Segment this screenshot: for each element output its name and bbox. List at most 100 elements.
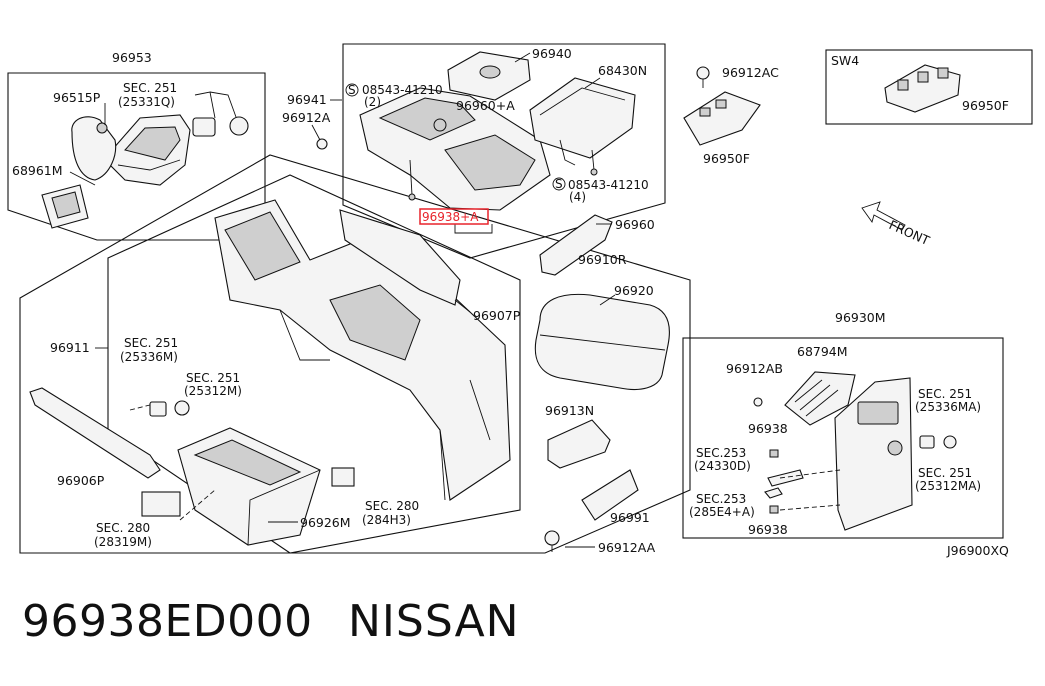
label-96950f-a: 96950F [703, 151, 750, 166]
box-96953 [7, 72, 266, 241]
label-96906p: 96906P [57, 473, 105, 488]
diagram-code: J96900XQ [946, 543, 1009, 558]
label-96938a: 96938 [748, 421, 788, 436]
label-96912a: 96912A [282, 110, 331, 125]
switch-28319m [141, 491, 181, 517]
side-panel-96907p [339, 209, 461, 306]
vent-68794m [784, 371, 856, 426]
box-96941 [342, 43, 666, 259]
socket-parts [192, 91, 249, 137]
leader-dash-3 [779, 469, 841, 479]
label-96912ab: 96912AB [726, 361, 783, 376]
label-08543b: 08543-41210 [568, 178, 649, 192]
leader-68430n [584, 77, 601, 89]
sockets-25336ma [919, 435, 957, 449]
front-arrow [861, 201, 906, 231]
label-4: (4) [569, 190, 586, 204]
box-96930m [682, 337, 1004, 539]
console-finisher-96960a [359, 87, 551, 211]
label-sec253a: SEC.253 [696, 446, 746, 460]
label-front: FRONT [887, 217, 932, 248]
bracket-96960 [539, 214, 613, 276]
label-24330d: (24330D) [694, 459, 751, 473]
label-sec251e: SEC. 251 [918, 466, 972, 480]
label-2: (2) [364, 95, 381, 109]
label-25331q: (25331Q) [118, 95, 175, 109]
label-sec280b: SEC. 280 [365, 499, 419, 513]
label-96920: 96920 [614, 283, 654, 298]
label-96940: 96940 [532, 46, 572, 61]
label-68430n: 68430N [598, 63, 647, 78]
screw-08543b [591, 149, 595, 171]
bezel-96515p [71, 116, 117, 181]
label-96926m: 96926M [300, 515, 351, 530]
lid-68430n [529, 77, 636, 166]
label-96941: 96941 [287, 92, 327, 107]
symbol-s-a [345, 83, 359, 97]
screw-head-b [590, 168, 598, 176]
screw-96912ac [696, 66, 710, 88]
box-96910r [19, 154, 691, 554]
box-sw4 [825, 49, 1033, 125]
switch-96950f-a [683, 91, 761, 146]
clip-96938a [769, 449, 779, 458]
shift-bezel-96940 [447, 51, 531, 101]
cup-holder-assembly [109, 114, 191, 186]
label-285e4: (285E4+A) [689, 505, 755, 519]
label-25336m: (25336M) [120, 350, 178, 364]
label-96930m: 96930M [835, 310, 886, 325]
bolt-96912aa [544, 530, 560, 552]
label-25312m: (25312M) [184, 384, 242, 398]
label-96912aa: 96912AA [598, 540, 656, 555]
label-96938b: 96938 [748, 522, 788, 537]
label-96960: 96960 [615, 217, 655, 232]
leader-dash-1 [129, 404, 151, 411]
side-finisher-96906p [29, 387, 161, 479]
sensor-285e4 [764, 487, 783, 499]
leader-96912a [311, 124, 321, 141]
label-sec280a: SEC. 280 [96, 521, 150, 535]
label-25336ma: (25336MA) [915, 400, 981, 414]
label-96911: 96911 [50, 340, 90, 355]
label-25312ma: (25312MA) [915, 479, 981, 493]
clip-96938b [769, 505, 779, 514]
bracket-96913n [547, 419, 611, 469]
leader-dash-4 [779, 504, 841, 511]
label-sec251a: SEC. 251 [123, 81, 177, 95]
switch-24330d [767, 469, 804, 487]
connector-284h3 [331, 467, 355, 487]
label-96913n: 96913N [545, 403, 594, 418]
symbol-s-a-text: S [348, 83, 356, 97]
armrest-96920 [534, 293, 670, 391]
rear-panel-96930m [834, 377, 913, 531]
label-sec251b: SEC. 251 [124, 336, 178, 350]
symbol-s-b-text: S [555, 177, 563, 191]
label-96953: 96953 [112, 50, 152, 65]
label-28319m: (28319M) [94, 535, 152, 549]
brand-title: NISSAN [348, 596, 520, 647]
bracket-96991 [581, 469, 639, 521]
label-68794m: 68794M [797, 344, 848, 359]
symbol-s-b [552, 177, 566, 191]
label-96991: 96991 [610, 510, 650, 525]
screw-head-a [408, 193, 416, 201]
label-96960a: 96960+A [456, 98, 515, 113]
screw-08543a [409, 159, 413, 196]
storage-box-96926m [177, 427, 321, 546]
switch-96950f-b [884, 64, 961, 113]
sockets-25336m [149, 400, 190, 417]
label-sec251d: SEC. 251 [918, 387, 972, 401]
label-96938-highlighted: 96938+A [422, 210, 479, 224]
highlight-box [419, 208, 489, 225]
label-08543a: 08543-41210 [362, 83, 443, 97]
label-96950f-b: 96950F [962, 98, 1009, 113]
label-96912ac: 96912AC [722, 65, 779, 80]
label-68961m: 68961M [12, 163, 63, 178]
part-number-title: 96938ED000 [22, 596, 313, 647]
leader-96907p [454, 299, 471, 313]
label-sec253b: SEC.253 [696, 492, 746, 506]
label-96910r: 96910R [578, 252, 627, 267]
finisher-68961m [41, 184, 89, 229]
label-96515p: 96515P [53, 90, 101, 105]
